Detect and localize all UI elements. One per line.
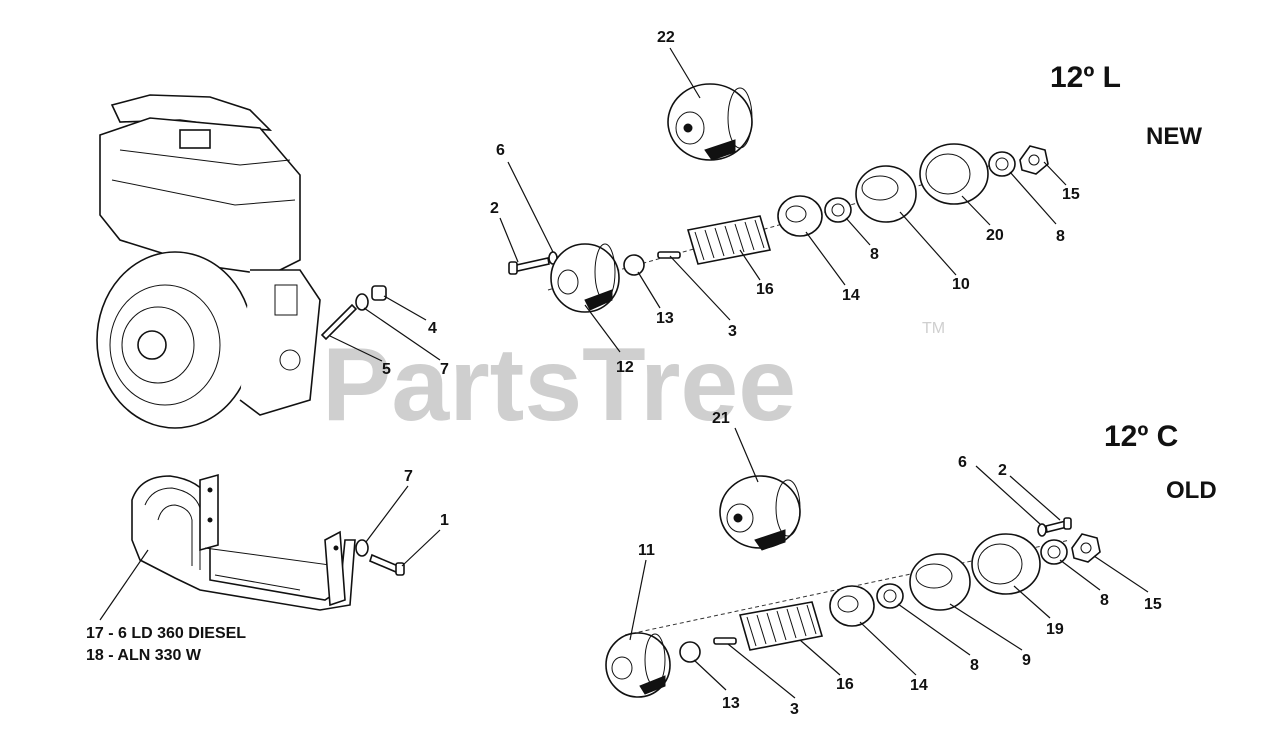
callout-5: 5 xyxy=(382,361,391,378)
callout-15-bottom: 15 xyxy=(1144,596,1162,613)
callout-13-bottom: 13 xyxy=(722,695,740,712)
callout-19: 19 xyxy=(1046,621,1064,638)
shroud-note-line2: 18 - ALN 330 W xyxy=(86,647,202,664)
cup-10 xyxy=(855,165,917,223)
spring-16-top xyxy=(686,215,772,265)
callout-11: 11 xyxy=(638,542,655,559)
callout-9: 9 xyxy=(1022,652,1031,669)
stud-5 xyxy=(320,303,358,341)
watermark-text: PartsTree xyxy=(322,327,796,443)
washer-8-bottom-b xyxy=(1040,539,1068,565)
cap-13-top xyxy=(623,254,645,276)
bolt-2-bottom xyxy=(1045,517,1072,533)
engine-drawing xyxy=(96,94,321,429)
cup-19 xyxy=(971,533,1041,595)
callout-8-top-a: 8 xyxy=(870,246,879,263)
washer-8-top-b xyxy=(988,151,1016,177)
callout-16-bottom: 16 xyxy=(836,676,854,693)
washer-6-bottom xyxy=(1037,523,1047,537)
callout-22: 22 xyxy=(657,29,675,46)
washer-8-top-a xyxy=(824,197,852,223)
callout-3-bottom: 3 xyxy=(790,701,799,718)
nut-4 xyxy=(371,285,387,301)
callout-3-top: 3 xyxy=(728,323,737,340)
washer-8-bottom-a xyxy=(876,583,904,609)
leader-lines xyxy=(99,47,1149,699)
cap-13-bottom xyxy=(679,641,701,663)
callout-14-bottom: 14 xyxy=(910,677,928,694)
bolt-1 xyxy=(369,553,405,576)
callout-16-top: 16 xyxy=(756,281,774,298)
top-group-title: 12º L xyxy=(1050,61,1121,94)
pin-3-bottom xyxy=(713,637,737,645)
callout-6-top: 6 xyxy=(496,142,505,159)
callout-12: 12 xyxy=(616,359,634,376)
callout-4: 4 xyxy=(428,320,437,337)
callout-20: 20 xyxy=(986,227,1004,244)
callout-15-top: 15 xyxy=(1062,186,1080,203)
washer-7-bottom xyxy=(355,539,369,557)
callout-1: 1 xyxy=(440,512,449,529)
cup-9 xyxy=(909,553,971,611)
shroud-note-line1: 17 - 6 LD 360 DIESEL xyxy=(86,625,246,642)
seat-14-top xyxy=(777,195,823,237)
watermark-trademark: TM xyxy=(922,320,945,337)
callout-8-top-b: 8 xyxy=(1056,228,1065,245)
callout-8-bottom-a: 8 xyxy=(970,657,979,674)
callout-2-top: 2 xyxy=(490,200,499,217)
callout-13-top: 13 xyxy=(656,310,674,327)
callout-2-bottom: 2 xyxy=(998,462,1007,479)
callout-21: 21 xyxy=(712,410,730,427)
nut-15-top xyxy=(1019,145,1049,175)
callout-8-bottom-b: 8 xyxy=(1100,592,1109,609)
pin-3-top xyxy=(657,251,681,259)
callout-10: 10 xyxy=(952,276,970,293)
bottom-group-subtitle: OLD xyxy=(1166,477,1217,504)
bolt-2-top xyxy=(508,257,550,275)
top-group-subtitle: NEW xyxy=(1146,123,1202,150)
housing-22 xyxy=(667,83,753,161)
housing-21 xyxy=(719,475,801,551)
shroud-17-18 xyxy=(131,473,356,611)
cup-20 xyxy=(919,143,989,205)
callout-7-top: 7 xyxy=(440,361,449,378)
nut-15-bottom xyxy=(1071,533,1101,563)
callout-14-top: 14 xyxy=(842,287,860,304)
callout-6-bottom: 6 xyxy=(958,454,967,471)
cover-11 xyxy=(605,632,671,698)
bottom-group-title: 12º C xyxy=(1104,420,1178,453)
cover-12 xyxy=(550,243,620,313)
washer-7-top xyxy=(355,293,369,311)
callout-7-bottom: 7 xyxy=(404,468,413,485)
spring-16-bottom xyxy=(738,601,824,651)
seat-14-bottom xyxy=(829,585,875,627)
